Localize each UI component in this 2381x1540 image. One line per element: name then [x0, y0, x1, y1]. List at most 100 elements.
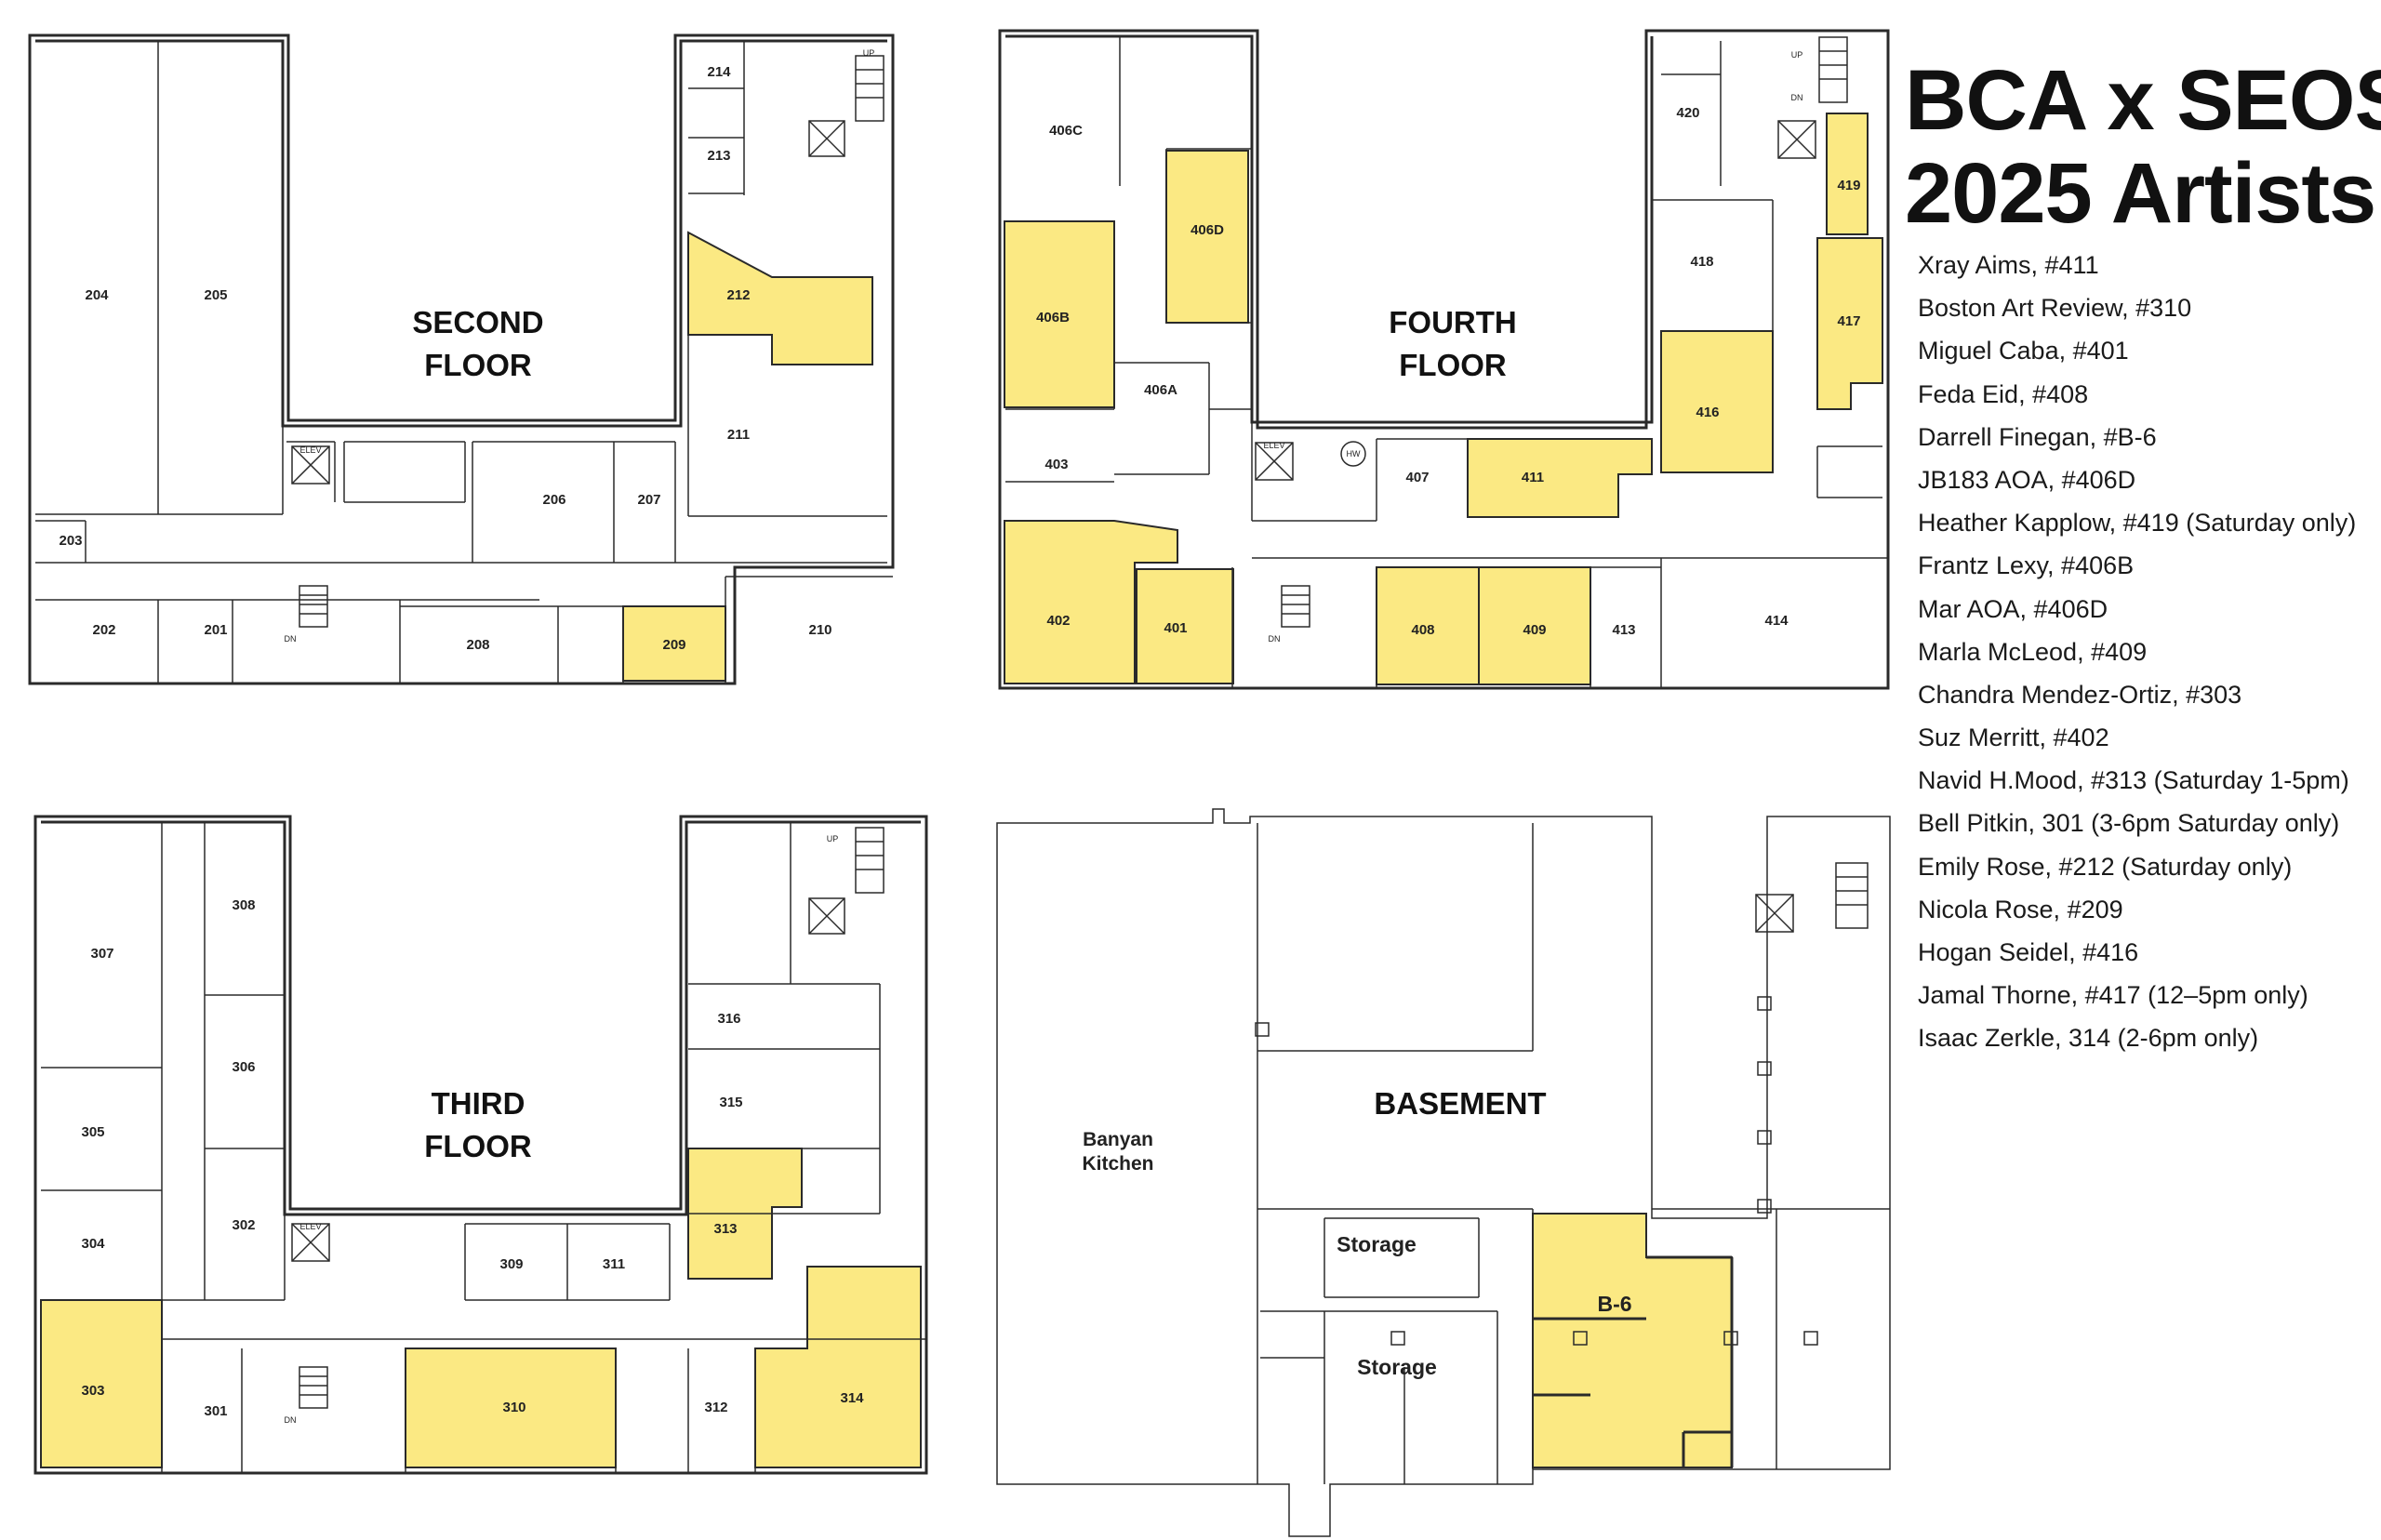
artist-entry: Boston Art Review, #310: [1918, 294, 2192, 323]
room-408-highlight: [1376, 566, 1480, 685]
artist-entry: Emily Rose, #212 (Saturday only): [1918, 852, 2293, 881]
room-label: 209: [662, 637, 685, 653]
column-marker-icon: [1255, 996, 1818, 1346]
room-label: 311: [603, 1256, 625, 1272]
elevator-icon: [291, 1223, 330, 1262]
room-label: 414: [1764, 613, 1789, 629]
room-label: 304: [81, 1236, 105, 1252]
floor-label: FLOOR: [424, 348, 532, 382]
artist-list: Xray Aims, #411 Boston Art Review, #310 …: [1918, 244, 2374, 1060]
artist-entry: Frantz Lexy, #406B: [1918, 551, 2135, 580]
stairs-icon: [1818, 36, 1848, 103]
room-label: 205: [204, 287, 227, 303]
room-417-highlight: [1816, 237, 1883, 410]
artist-entry: Isaac Zerkle, 314 (2-6pm only): [1918, 1024, 2259, 1053]
floor-label: THIRD: [432, 1086, 525, 1121]
room-label: 303: [81, 1383, 104, 1399]
room-label: 408: [1411, 622, 1434, 638]
room-label: 312: [704, 1400, 727, 1415]
elevator-label: ELEV: [1263, 441, 1284, 450]
stairs-up-label: UP: [1791, 50, 1803, 60]
room-label: B-6: [1597, 1292, 1631, 1316]
artist-entry: Marla McLeod, #409: [1918, 637, 2148, 666]
hot-water-label: HW: [1347, 449, 1361, 458]
room-303-highlight: [40, 1299, 163, 1468]
artist-entry: Darrell Finegan, #B-6: [1918, 422, 2157, 451]
room-label: 411: [1522, 470, 1544, 485]
room-411-highlight: [1467, 438, 1653, 518]
stairs-icon: [855, 55, 885, 122]
room-label: Banyan: [1083, 1129, 1153, 1150]
artist-entry: JB183 AOA, #406D: [1918, 465, 2136, 494]
floor-label: FLOOR: [424, 1129, 532, 1163]
room-label: 406D: [1190, 222, 1224, 238]
room-label: 417: [1837, 313, 1860, 329]
room-label: 406C: [1049, 123, 1083, 139]
elevator-label: ELEV: [299, 445, 321, 455]
room-label: 416: [1696, 405, 1719, 420]
room-label: 310: [502, 1400, 525, 1415]
stairs-icon: [855, 827, 885, 894]
room-label: 306: [232, 1059, 255, 1075]
stairs-down-label: DN: [1269, 634, 1281, 644]
stairs-down-label: DN: [285, 1415, 297, 1425]
room-label: Kitchen: [1082, 1153, 1153, 1175]
elevator-icon: [1255, 442, 1294, 481]
room-label: 313: [713, 1221, 737, 1237]
title-line-2: 2025 Artists: [1905, 146, 2376, 241]
room-B-6-highlight: [1532, 1213, 1733, 1468]
artist-entry: Jamal Thorne, #417 (12–5pm only): [1918, 981, 2308, 1010]
room-label: 210: [808, 622, 831, 638]
stairs-up-label: UP: [827, 834, 839, 843]
room-409-highlight: [1478, 566, 1591, 685]
room-label: 316: [717, 1011, 740, 1027]
floor-label: SECOND: [412, 305, 543, 339]
stairs-icon: [1281, 585, 1310, 628]
room-label: 401: [1164, 620, 1187, 636]
floor-plans: .w { fill:none; stroke:#2a2a2a; stroke-w…: [28, 29, 1891, 1537]
room-401-highlight: [1136, 568, 1234, 684]
stairs-up-label: UP: [863, 48, 875, 58]
title-line-1: BCA x SEOS: [1905, 53, 2381, 148]
stairs-down-label: DN: [1791, 93, 1803, 102]
room-419-highlight: [1826, 113, 1869, 235]
artist-entry: Feda Eid, #408: [1918, 379, 2089, 408]
room-label: 419: [1837, 178, 1860, 193]
floor-label: FOURTH: [1389, 305, 1516, 339]
basement-plan: Banyan Kitchen Storage Storage B-6 BASEM…: [996, 808, 1891, 1537]
elevator-label: ELEV: [299, 1222, 321, 1231]
room-label: 305: [81, 1124, 104, 1140]
room-label: 420: [1676, 105, 1699, 121]
room-label: 208: [466, 637, 489, 653]
room-label: 207: [637, 492, 660, 508]
elevator-icon: [808, 897, 845, 935]
room-212-highlight: [687, 231, 873, 365]
artist-entry: Chandra Mendez-Ortiz, #303: [1918, 680, 2242, 709]
floor-label: BASEMENT: [1374, 1086, 1546, 1121]
elevator-icon: [1777, 120, 1816, 159]
room-label: 202: [92, 622, 115, 638]
artist-entry: Bell Pitkin, 301 (3-6pm Saturday only): [1918, 809, 2340, 838]
room-406D-highlight: [1165, 150, 1249, 324]
room-402-highlight: [1004, 520, 1178, 684]
third-floor-plan: ELEV UP DN 307 308 306 305 304 303 302 3…: [33, 815, 928, 1475]
artist-entry: Nicola Rose, #209: [1918, 895, 2123, 923]
fourth-floor-plan: HW ELEV UP DN DN 406C 406D 406B 406A 403…: [998, 29, 1890, 690]
room-label: 406B: [1036, 310, 1070, 325]
floor-label: FLOOR: [1399, 348, 1507, 382]
room-label: 203: [59, 533, 82, 549]
room-label: 413: [1612, 622, 1635, 638]
elevator-icon: [1755, 894, 1794, 933]
second-floor-plan: 204 205 214 213 212 211 206 207 203 202 …: [28, 33, 895, 685]
room-label: 201: [204, 622, 227, 638]
room-310-highlight: [405, 1348, 617, 1468]
room-label: 309: [499, 1256, 523, 1272]
room-label: 211: [727, 427, 750, 443]
elevator-icon: [808, 120, 845, 157]
room-label: 214: [707, 64, 731, 80]
room-label: 407: [1405, 470, 1429, 485]
room-label: 213: [707, 148, 730, 164]
room-label: 308: [232, 897, 255, 913]
room-label: Storage: [1337, 1232, 1417, 1256]
stairs-down-label: DN: [285, 634, 297, 644]
